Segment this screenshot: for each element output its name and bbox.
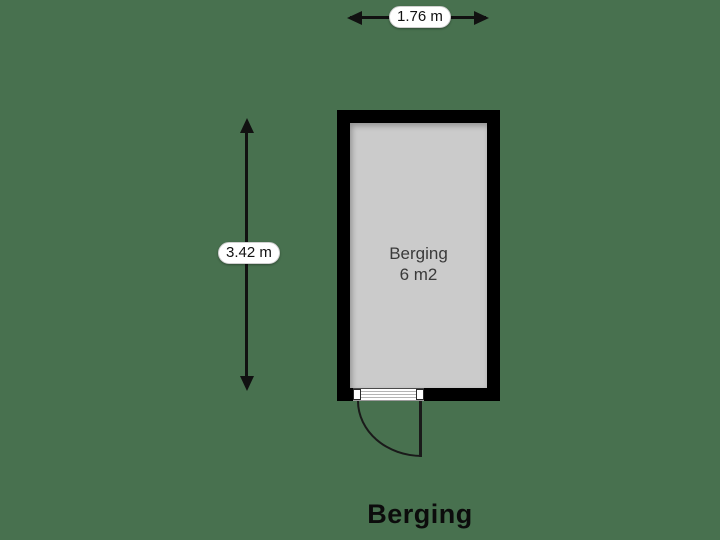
door-jamb-left (353, 389, 361, 400)
room-text-block: Berging 6 m2 (350, 243, 487, 285)
room-area-label: 6 m2 (399, 265, 438, 284)
arrowhead-down-icon (240, 376, 254, 391)
width-dimension-label: 1.76 m (389, 6, 451, 28)
floorplan-title: Berging (367, 499, 473, 529)
door-opening (353, 388, 424, 401)
room-berging: Berging 6 m2 (337, 110, 500, 401)
arrowhead-left-icon (347, 11, 362, 25)
room-floor: Berging 6 m2 (350, 123, 487, 388)
door-jamb-right (416, 389, 424, 400)
height-dimension-label: 3.42 m (218, 242, 280, 264)
arrowhead-up-icon (240, 118, 254, 133)
door-swing-icon (357, 401, 422, 457)
room-name-label: Berging (389, 244, 448, 263)
arrowhead-right-icon (474, 11, 489, 25)
